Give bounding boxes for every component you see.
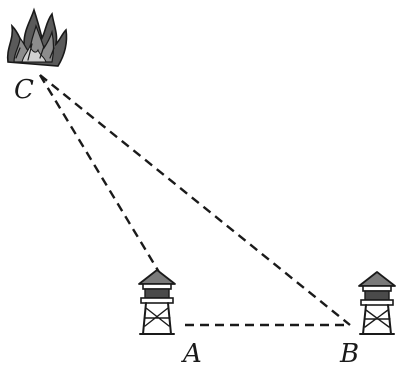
watchtower-icon-a	[138, 269, 176, 335]
label-b: B	[339, 339, 359, 368]
label-c: C	[14, 75, 34, 105]
segment-ca	[38, 74, 167, 283]
watchtower-icon-b	[358, 271, 396, 335]
label-a: A	[181, 339, 202, 368]
fire-icon	[6, 7, 68, 67]
segment-cb	[39, 74, 351, 326]
